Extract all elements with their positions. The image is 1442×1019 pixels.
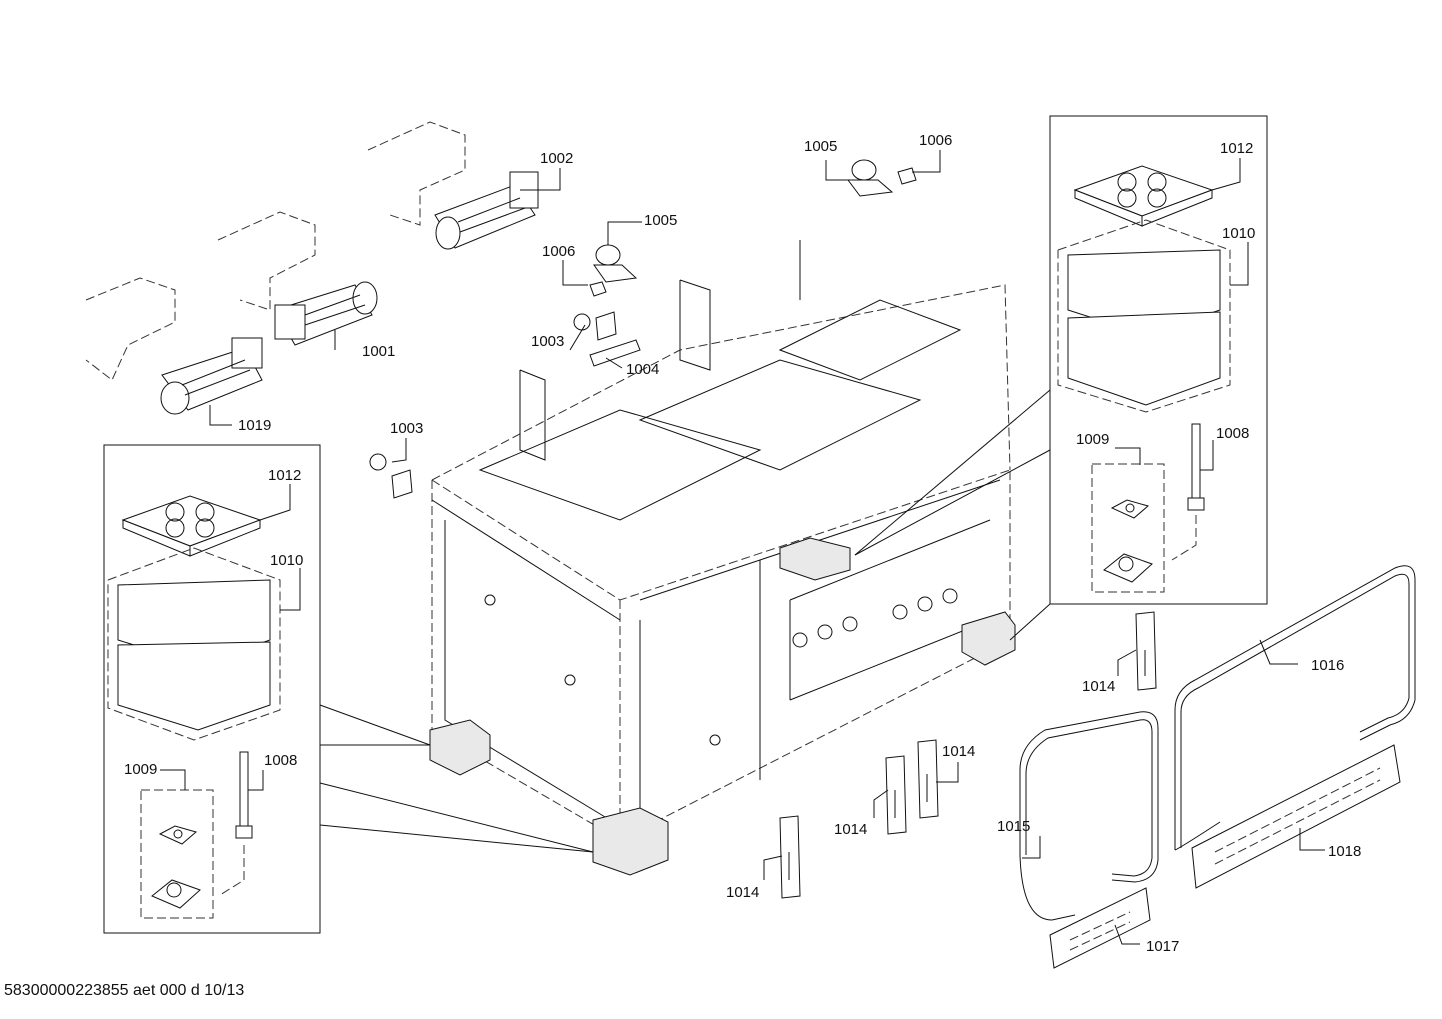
right-foot-detail-box (1049, 115, 1268, 605)
heat-shield-1017 (1049, 887, 1151, 969)
callout-1006-lower: 1006 (542, 243, 575, 260)
fan-motor-1019 (85, 277, 263, 415)
foam-block-lower-right (1067, 311, 1221, 406)
callout-1012-left: 1012 (268, 467, 301, 484)
rail-bracket-1014-d (779, 815, 801, 899)
callout-1009-right: 1009 (1076, 431, 1109, 448)
callout-1005-lower: 1005 (644, 212, 677, 229)
callout-1006-upper: 1006 (919, 132, 952, 149)
callout-1003-upper: 1003 (531, 333, 564, 350)
callout-1014-d: 1014 (726, 884, 759, 901)
callout-1010-right: 1010 (1222, 225, 1255, 242)
detail-leaders (319, 389, 1051, 853)
callout-1003-lower: 1003 (390, 420, 423, 437)
rail-bracket-1014-a (1135, 611, 1157, 691)
callout-labels: 1001 1002 1003 1003 1004 1005 1005 1006 … (124, 132, 1361, 955)
callout-1014-a: 1014 (1082, 678, 1115, 695)
callout-1004: 1004 (626, 361, 659, 378)
callout-1010-left: 1010 (270, 552, 303, 569)
terminal-block-1004 (589, 339, 641, 367)
callout-1014-b: 1014 (834, 821, 867, 838)
lamp-holder-1003-upper (573, 311, 617, 341)
callout-1012-right: 1012 (1220, 140, 1253, 157)
chassis-foot-front-left (429, 719, 491, 776)
sensor-1006-upper (897, 167, 917, 185)
sensor-1006-lower (589, 281, 607, 297)
chassis-foot-rear-right (961, 611, 1016, 666)
mounting-plate-1012-left (121, 495, 262, 547)
leveling-bolt-left (239, 751, 249, 829)
callout-1008-right: 1008 (1216, 425, 1249, 442)
callout-1014-c: 1014 (942, 743, 975, 760)
rail-bracket-1014-b (885, 755, 907, 835)
foam-block-lower-left (117, 641, 271, 731)
chassis-foot-front-right (592, 807, 669, 876)
callout-1009-left: 1009 (124, 761, 157, 778)
switch-1005-upper (847, 159, 894, 197)
left-foot-detail-box (103, 444, 321, 934)
callout-1008-left: 1008 (264, 752, 297, 769)
oven-chassis-frame (429, 240, 1016, 876)
callout-1017: 1017 (1146, 938, 1179, 955)
mounting-plate-1012-right (1073, 165, 1214, 217)
callout-1016: 1016 (1311, 657, 1344, 674)
rail-bracket-1014-c (917, 739, 939, 819)
foot-base-left (151, 879, 201, 909)
leveling-bolt-right (1191, 423, 1201, 501)
bracket-1009-left (158, 825, 198, 845)
lamp-holder-1003-lower (369, 453, 413, 499)
callout-1019: 1019 (238, 417, 271, 434)
callout-leaders (160, 150, 1325, 945)
document-id: 58300000223855 aet 000 d 10/13 (4, 982, 245, 999)
callout-1001: 1001 (362, 343, 395, 360)
chassis-mid-block (779, 537, 851, 581)
fan-motor-1002 (367, 121, 539, 250)
callout-1002: 1002 (540, 150, 573, 167)
heat-shield-1018 (1191, 744, 1401, 889)
switch-1005-lower (593, 244, 638, 283)
callout-1018: 1018 (1328, 843, 1361, 860)
fan-motor-1001 (217, 211, 378, 346)
callout-1005-upper: 1005 (804, 138, 837, 155)
heating-element-1016 (1174, 565, 1416, 851)
foot-base-right (1103, 553, 1153, 583)
callout-1015: 1015 (997, 818, 1030, 835)
bracket-1009-right (1110, 499, 1150, 519)
heating-element-1015 (1019, 711, 1159, 921)
